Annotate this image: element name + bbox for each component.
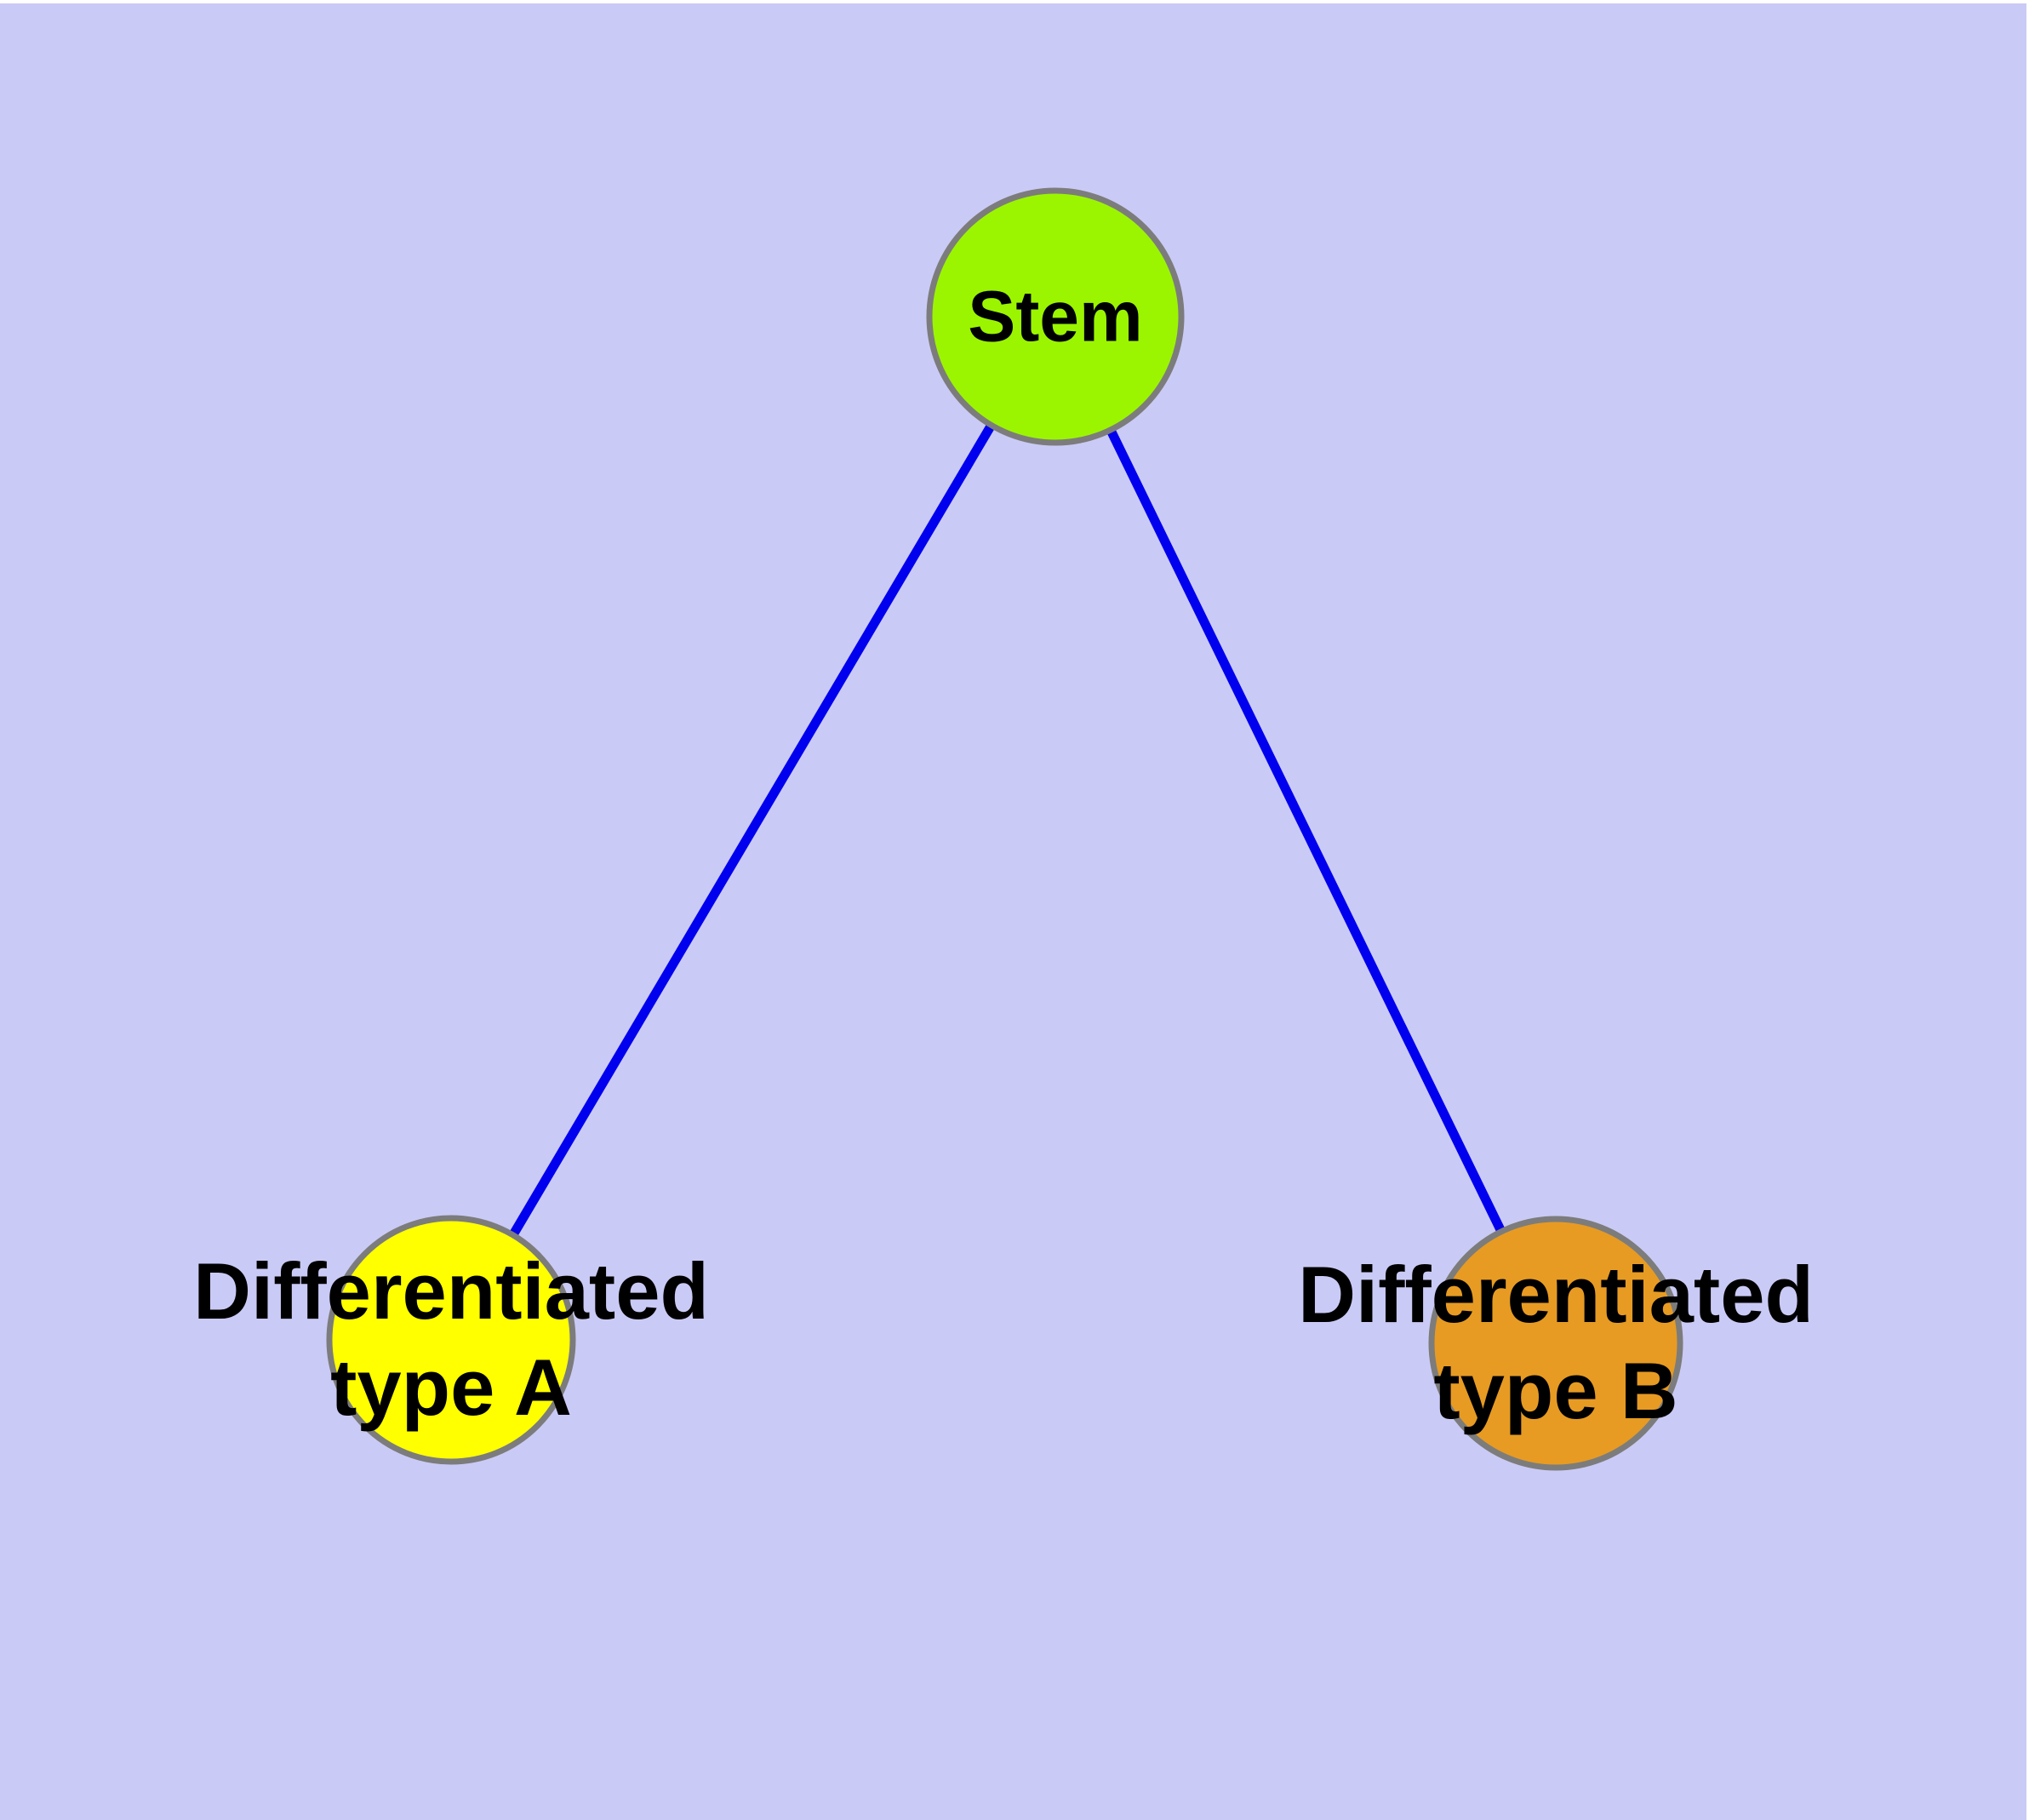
node-stem [926, 187, 1185, 446]
top-margin-strip [0, 0, 2029, 3]
right-margin-strip [2026, 0, 2029, 1820]
edge-stem-type-b [1051, 314, 1560, 1346]
node-type-a [326, 1215, 576, 1465]
edge-stem-type-a [447, 314, 1060, 1342]
node-type-b [1428, 1216, 1683, 1471]
